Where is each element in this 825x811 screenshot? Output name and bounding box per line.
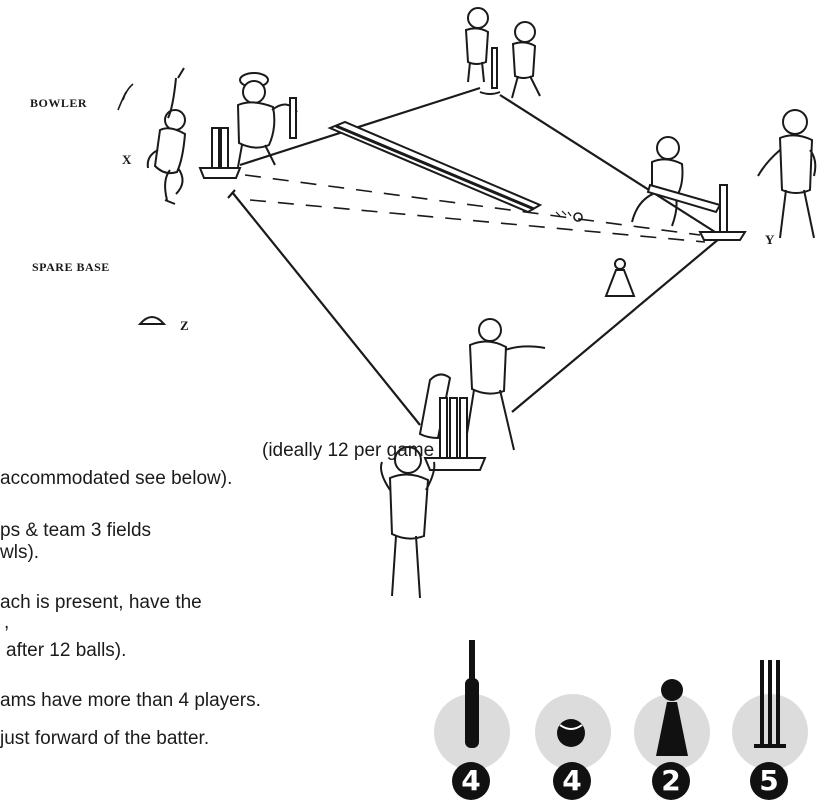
text-line-6: , <box>4 612 9 634</box>
bowler-label: BOWLER <box>30 96 87 111</box>
text-line-4: wls). <box>0 542 39 564</box>
spare-base-label: SPARE BASE <box>32 260 110 275</box>
near-fielder-figure <box>381 447 434 598</box>
near-end-batter-figure <box>420 319 545 450</box>
y-marker-label: Y <box>765 232 774 248</box>
text-line-9: just forward of the batter. <box>0 728 209 750</box>
bat-equipment: 4 <box>438 690 506 802</box>
pitch <box>330 122 540 212</box>
z-marker-label: Z <box>180 318 189 334</box>
text-line-5: ach is present, have the <box>0 592 202 614</box>
cone-equipment: 2 <box>638 690 706 802</box>
stumps-bowler-end <box>200 128 240 178</box>
text-line-8: ams have more than 4 players. <box>0 690 261 712</box>
ball-count-badge: 4 <box>553 762 591 800</box>
text-line-2: accommodated see below). <box>0 468 232 490</box>
stumps-batter-end <box>700 185 745 240</box>
spare-base-marker <box>140 317 164 324</box>
far-fielders <box>466 8 540 98</box>
text-line-3: ps & team 3 fields <box>0 520 151 542</box>
text-line-7: after 12 balls). <box>6 640 126 662</box>
ball-equipment: 4 <box>539 690 607 802</box>
cone-count-badge: 2 <box>652 762 690 800</box>
stumps-count-badge: 5 <box>750 762 788 800</box>
batter-figure <box>632 137 720 226</box>
bat-count-badge: 4 <box>452 762 490 800</box>
cone-marker <box>606 259 634 296</box>
bowler-figure <box>118 68 185 204</box>
wicket-keeper-figure <box>238 73 297 167</box>
stumps-equipment: 5 <box>736 690 804 802</box>
fielder-y-figure <box>758 110 815 238</box>
text-line-1: (ideally 12 per game <box>262 440 434 462</box>
x-marker-label: X <box>122 152 131 168</box>
